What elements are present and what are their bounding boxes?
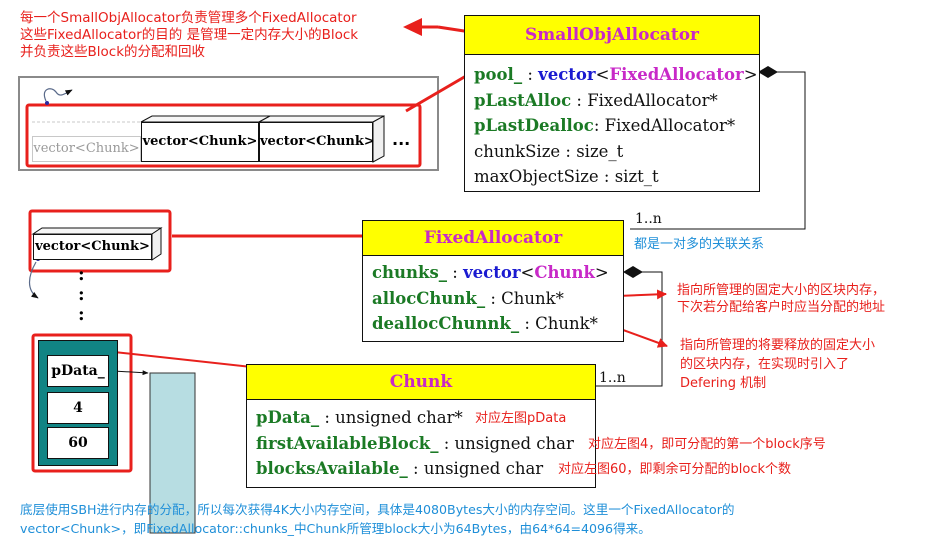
chunk-cell-first: 4 xyxy=(47,392,109,424)
note-line: 指向所管理的固定大小的区块内存， xyxy=(677,283,886,298)
multiplicity-upper: 1..n xyxy=(635,211,662,227)
vdot: : xyxy=(78,284,85,305)
vector-row-side-face xyxy=(372,115,385,163)
memory-block xyxy=(149,372,196,534)
chunk-class: Chunk pData_ : unsigned char* firstAvail… xyxy=(246,364,596,488)
vertical-ellipsis: : : : xyxy=(78,265,85,325)
fixed-allocator-class: FixedAllocator chunks_ : vector<Chunk> a… xyxy=(362,220,624,342)
class-title: Chunk xyxy=(247,365,595,400)
vector-row-highlight xyxy=(25,103,422,168)
attr-pdata: pData_ : unsigned char* xyxy=(256,408,463,427)
attr-plastdealloc: pLastDealloc: FixedAllocator* xyxy=(474,116,736,135)
class-title: SmallObjAllocator xyxy=(465,16,759,55)
attr-maxobjectsize: maxObjectSize : sizt_t xyxy=(474,167,659,186)
attr-deallocchunk: deallocChunnk_ : Chunk* xyxy=(372,314,598,333)
vector-chunk-box-faded: vector<Chunk> xyxy=(32,136,141,162)
vector-chunk-label: vector<Chunk> xyxy=(142,134,258,149)
note-line: 底层使用SBH进行内存的分配，所以每次获得4K大小内存空间，具体是4080Byt… xyxy=(20,502,735,517)
vector-chunk-box: vector<Chunk> xyxy=(141,122,259,162)
single-vector-highlight xyxy=(28,209,172,273)
chunk-cell-avail: 60 xyxy=(47,427,109,459)
attr-plastalloc: pLastAlloc : FixedAllocator* xyxy=(474,90,718,110)
class-title: FixedAllocator xyxy=(363,221,623,256)
attr-blocksavailable: blocksAvailable_ : unsigned char xyxy=(256,459,544,478)
vector-row-frame xyxy=(18,76,439,171)
pointer-curl xyxy=(28,261,39,299)
note-line: 下次若分配给客户时应当分配的地址 xyxy=(677,300,886,315)
note-line: 并负责这些Block的分配和回收 xyxy=(20,44,206,60)
note-line: vector<Chunk>，即FixedAllocator::chunks_中C… xyxy=(20,521,651,536)
blocks-available-note: 对应左图60，即剩余可分配的block个数 xyxy=(558,462,792,477)
small-composition-diamond xyxy=(758,66,778,78)
vector-chunk-box: vector<Chunk> xyxy=(33,234,152,260)
alloc-chunk-note: 指向所管理的固定大小的区块内存， 下次若分配给客户时应当分配的地址 xyxy=(677,282,885,316)
vdot: : xyxy=(78,264,85,285)
vdot: : xyxy=(78,304,85,325)
attr-pool: pool_ : vector<FixedAllocator> xyxy=(474,65,758,84)
attr-firstavailableblock: firstAvailableBlock_ : unsigned char xyxy=(256,433,574,453)
first-block-note: 对应左图4，即可分配的第一个block序号 xyxy=(588,437,826,452)
one-to-many-note: 都是一对多的关联关系 xyxy=(634,237,765,252)
arrow-note-to-small-head xyxy=(403,18,422,36)
single-vector-side-face xyxy=(151,227,162,261)
small-obj-allocator-class: SmallObjAllocator pool_ : vector<FixedAl… xyxy=(464,15,760,192)
attr-chunks: chunks_ : vector<Chunk> xyxy=(372,263,609,282)
chunk-block: pData_ 4 60 xyxy=(38,340,118,466)
vector-chunk-box: vector<Chunk> xyxy=(259,122,375,162)
vector-chunk-label: vector<Chunk> xyxy=(35,239,150,254)
note-line: 每一个SmallObjAllocator负责管理多个FixedAllocator xyxy=(20,10,357,26)
pointer-curl xyxy=(43,88,73,102)
small-to-fixed-association xyxy=(630,71,806,230)
dealloc-chunk-note: 指向所管理的将要释放的固定大小 的区块内存，在实现时引入了 Defering 机… xyxy=(680,336,875,393)
bottom-note: 底层使用SBH进行内存的分配，所以每次获得4K大小内存空间，具体是4080Byt… xyxy=(20,500,735,538)
attr-chunksize: chunkSize : size_t xyxy=(474,141,624,161)
top-left-note: 每一个SmallObjAllocator负责管理多个FixedAllocator… xyxy=(20,10,358,61)
fixed-composition-diamond xyxy=(623,266,643,278)
note-line: Defering 机制 xyxy=(680,376,767,391)
vector-chunk-label: vector<Chunk> xyxy=(260,134,375,149)
note-line: 这些FixedAllocator的目的 是管理一定内存大小的Block xyxy=(20,27,359,43)
vector-row-ellipsis: ... xyxy=(392,130,411,149)
attr-allocchunk: allocChunk_ : Chunk* xyxy=(372,288,564,308)
vector-chunk-label: vector<Chunk> xyxy=(33,141,140,156)
multiplicity-lower: 1..n xyxy=(599,370,626,386)
note-line: 的区块内存，在实现时引入了 xyxy=(680,357,850,372)
pdata-note: 对应左图pData xyxy=(475,411,567,426)
chunk-cell-pdata: pData_ xyxy=(47,355,109,387)
chunk-block-highlight xyxy=(31,333,133,473)
note-line: 指向所管理的将要释放的固定大小 xyxy=(680,338,876,353)
